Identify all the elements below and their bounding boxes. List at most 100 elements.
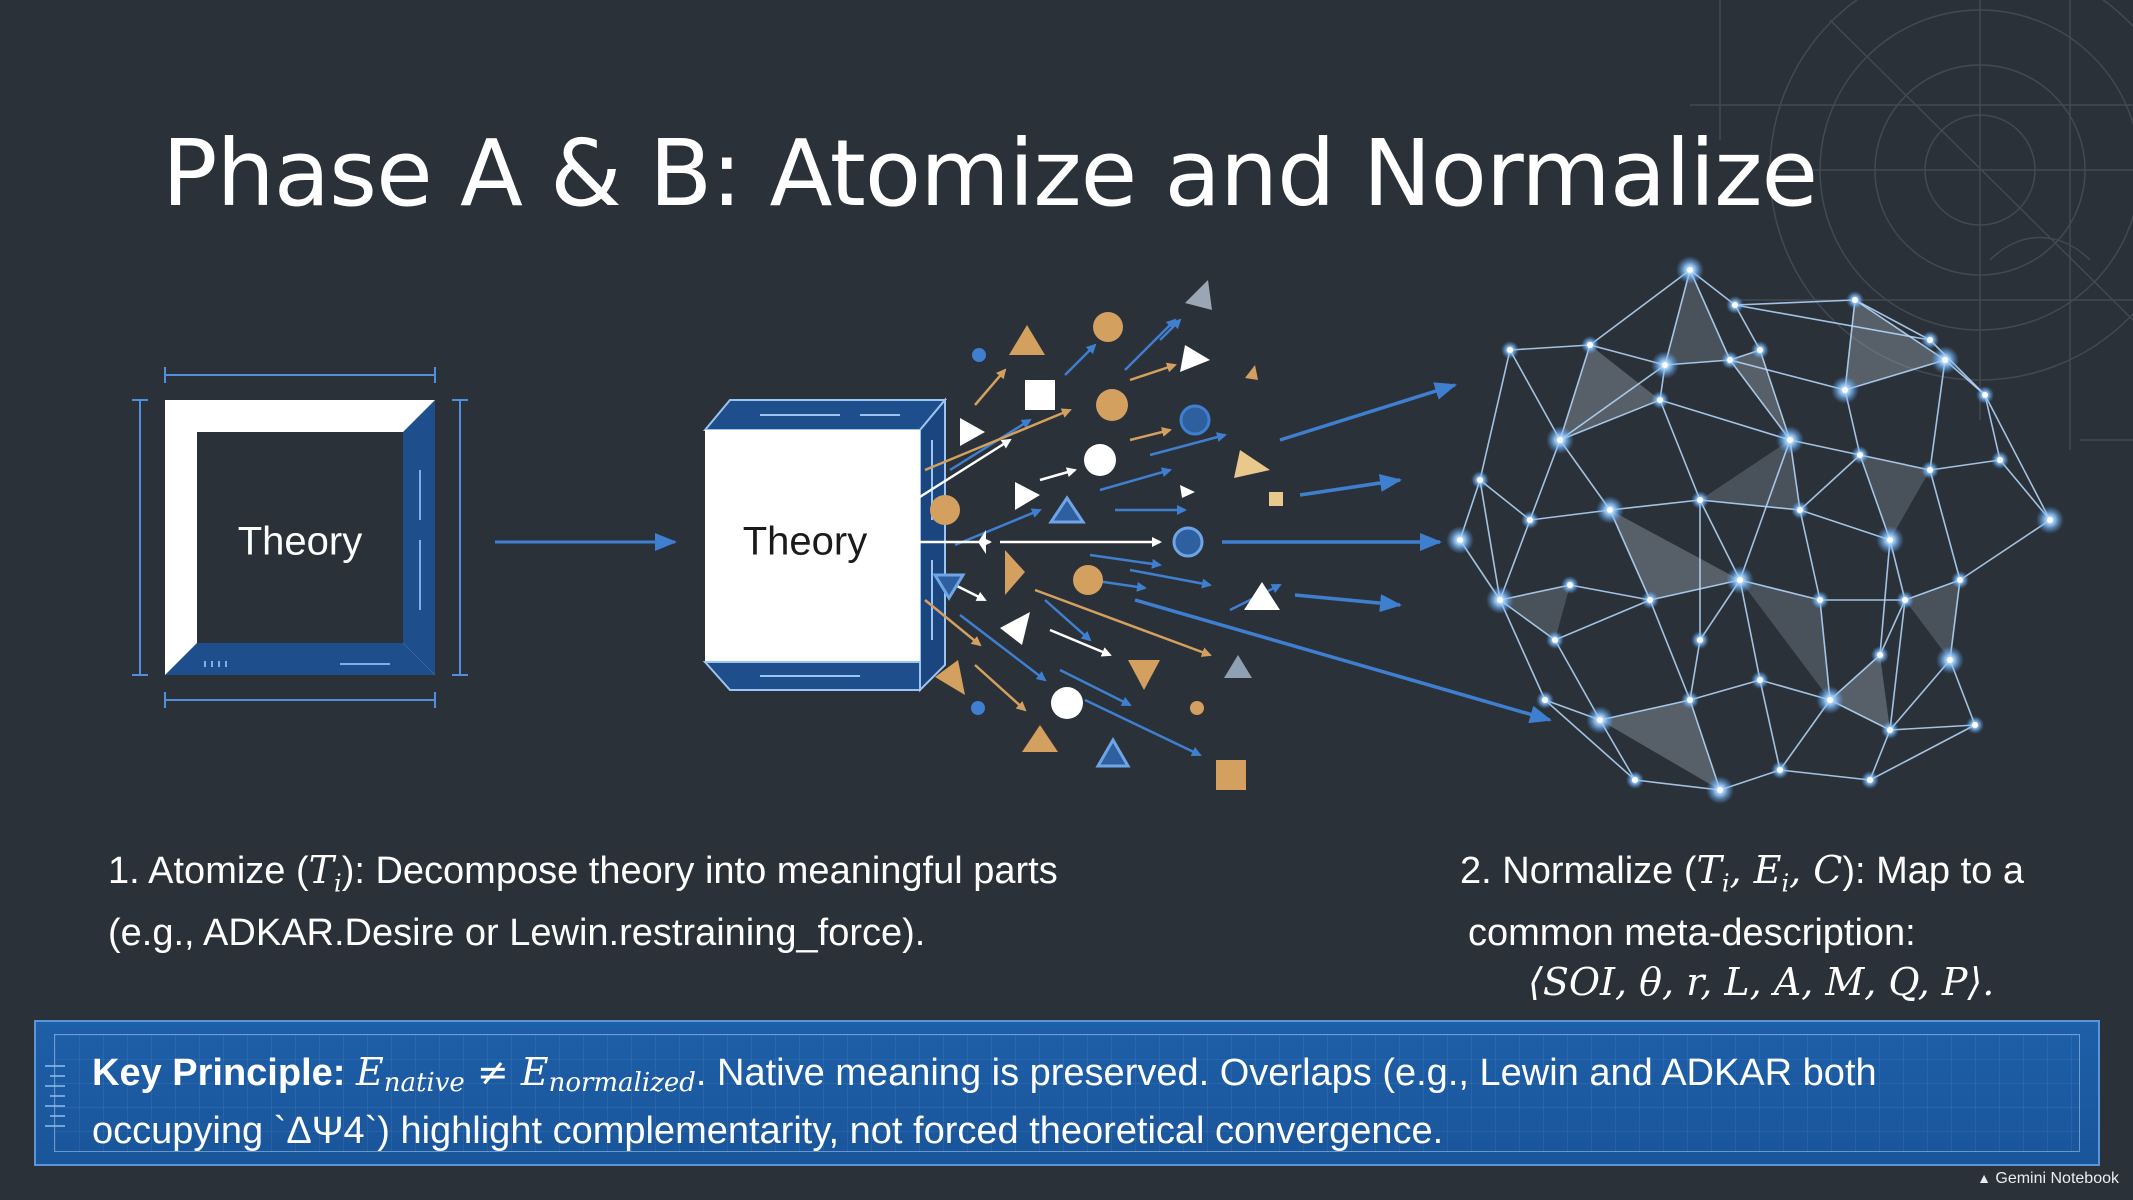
network-node-core bbox=[1942, 357, 1948, 363]
key-principle-line1: Key Principle: Enative ≠ Enormalized. Na… bbox=[92, 1048, 2082, 1107]
network-node-core bbox=[1947, 657, 1953, 663]
network-node-core bbox=[1727, 357, 1733, 363]
network-edge bbox=[1479, 349, 1511, 481]
period: . bbox=[695, 1052, 707, 1094]
network-node-core bbox=[1717, 787, 1723, 793]
network-edge bbox=[1759, 349, 1791, 441]
network-facet bbox=[1560, 345, 1660, 440]
network-edge bbox=[1649, 579, 1741, 601]
network-edge bbox=[1819, 599, 1831, 701]
atomize-caption: 1. Atomize (Ti): Decompose theory into m… bbox=[108, 846, 1058, 958]
theory-box-left bbox=[132, 367, 468, 708]
normalize-sub2: i bbox=[1781, 869, 1790, 898]
network-edge bbox=[1509, 344, 1591, 351]
normalize-symbol-c: , C bbox=[1789, 848, 1843, 892]
network-node-core bbox=[1757, 677, 1763, 683]
network-edge bbox=[1569, 584, 1651, 601]
network-edge bbox=[1799, 454, 1861, 511]
network-node-core bbox=[1902, 597, 1908, 603]
normalize-line3: ⟨SOI, θ, r, L, A, M, Q, P⟩. bbox=[1528, 959, 1995, 1004]
network-node-core bbox=[1697, 497, 1703, 503]
network-node-core bbox=[1757, 347, 1763, 353]
network-facet bbox=[1600, 700, 1720, 790]
network-node-core bbox=[1557, 437, 1563, 443]
network-node-core bbox=[1927, 467, 1933, 473]
network-node-core bbox=[1687, 697, 1693, 703]
network-node-core bbox=[1497, 597, 1503, 603]
network-edge bbox=[1904, 579, 1961, 601]
network-edge bbox=[1499, 599, 1546, 701]
e-normalized-symbol: E bbox=[520, 1050, 549, 1094]
network-node-core bbox=[1597, 717, 1603, 723]
network-edge bbox=[1689, 269, 1731, 361]
normalize-line2: common meta-description: bbox=[1468, 911, 1916, 954]
network-edge bbox=[1599, 699, 1691, 721]
network-node-core bbox=[1842, 387, 1848, 393]
network-node-core bbox=[1662, 362, 1668, 368]
banner-grid bbox=[54, 1034, 2080, 1152]
network-edge bbox=[1869, 724, 1976, 781]
network-edge bbox=[1929, 359, 1946, 471]
network-node-core bbox=[1697, 637, 1703, 643]
network-node-core bbox=[1687, 267, 1693, 273]
banner-ruler-decoration bbox=[45, 1065, 65, 1127]
network-node-core bbox=[1587, 342, 1593, 348]
network-node-core bbox=[1477, 477, 1483, 483]
network-node-core bbox=[1552, 637, 1558, 643]
network-edge bbox=[1929, 469, 1961, 581]
slide-title: Phase A & B: Atomize and Normalize bbox=[162, 120, 1818, 227]
network-edge bbox=[1479, 479, 1531, 521]
blueprint-decoration bbox=[1690, 0, 2133, 450]
not-equal-symbol: ≠ bbox=[464, 1050, 521, 1094]
network-node-core bbox=[1777, 767, 1783, 773]
normalize-suffix: ): Map to a bbox=[1842, 850, 2025, 892]
key-principle-text1: Native meaning is preserved. Overlaps (e… bbox=[706, 1052, 1877, 1094]
gemini-notebook-icon: ▲ bbox=[1977, 1170, 1991, 1186]
normalize-prefix: 2. Normalize ( bbox=[1460, 850, 1697, 892]
network-edge bbox=[1559, 364, 1666, 441]
network-node-core bbox=[1737, 577, 1743, 583]
normalize-caption: 2. Normalize (Ti, Ei, C): Map to a commo… bbox=[1460, 846, 2024, 1007]
key-principle-line2: occupying `ΔΨ4`) highlight complementari… bbox=[92, 1110, 1444, 1152]
network-node-core bbox=[1972, 722, 1978, 728]
network-node-core bbox=[1507, 347, 1513, 353]
network-node-core bbox=[2047, 517, 2053, 523]
network-edge bbox=[1959, 519, 2051, 581]
network-edge bbox=[1559, 344, 1591, 441]
network-edge bbox=[1699, 499, 1801, 511]
network-edge bbox=[1854, 299, 1931, 341]
network-node-core bbox=[1982, 392, 1988, 398]
network-edge bbox=[1559, 439, 1611, 511]
network-edge bbox=[1554, 639, 1601, 721]
atomize-line1: 1. Atomize (Ti): Decompose theory into m… bbox=[108, 846, 1058, 909]
network-node-core bbox=[1657, 397, 1663, 403]
network-node-core bbox=[1827, 697, 1833, 703]
network-node-core bbox=[1887, 727, 1893, 733]
network-node-core bbox=[1647, 597, 1653, 603]
network-edge bbox=[1799, 509, 1821, 601]
network-node-core bbox=[1542, 697, 1548, 703]
network-node-core bbox=[1957, 577, 1963, 583]
network-node-core bbox=[1732, 302, 1738, 308]
network-node-core bbox=[1607, 507, 1613, 513]
normalized-network bbox=[1446, 256, 2064, 804]
network-edge bbox=[1799, 509, 1891, 541]
network-edge bbox=[1729, 359, 1846, 391]
network-edge bbox=[1844, 299, 1856, 391]
network-edge bbox=[1689, 699, 1721, 791]
normalize-sub1: i bbox=[1721, 869, 1730, 898]
network-edge bbox=[1739, 439, 1791, 581]
network-edge bbox=[1984, 394, 2051, 521]
network-edge bbox=[1889, 659, 1951, 731]
network-facet bbox=[1860, 455, 1930, 540]
network-node-core bbox=[1797, 507, 1803, 513]
atomize-line2: (e.g., ADKAR.Desire or Lewin.restraining… bbox=[108, 911, 926, 954]
network-edge bbox=[1859, 454, 1891, 541]
network-edge bbox=[1544, 699, 1636, 781]
atomize-prefix: 1. Atomize ( bbox=[108, 850, 309, 892]
theory-center-label: Theory bbox=[742, 519, 868, 564]
network-edge bbox=[1589, 269, 1691, 346]
network-node-core bbox=[1927, 337, 1933, 343]
network-facet bbox=[1830, 655, 1890, 730]
